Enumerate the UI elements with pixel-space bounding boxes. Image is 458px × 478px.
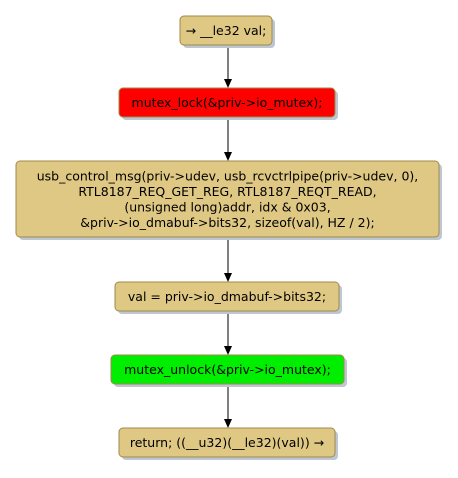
arrow-head-icon: [224, 152, 232, 161]
nodes-layer: → __le32 val; mutex_lock(&priv->io_mutex)…: [15, 15, 442, 460]
node-text-line: usb_control_msg(priv->udev, usb_rcvctrlp…: [37, 168, 419, 183]
node-box: [110, 354, 345, 385]
node-text-line: val = priv->io_dmabuf->bits32;: [128, 289, 326, 304]
edge-unlock-to-ret: [224, 384, 232, 428]
node-box: [118, 427, 336, 458]
node-box: [114, 281, 340, 312]
node-assign: val = priv->io_dmabuf->bits32;: [114, 281, 342, 314]
arrow-head-icon: [224, 79, 232, 88]
edge-usb-to-assign: [224, 237, 232, 282]
node-text-line: &priv->io_dmabuf->bits32, sizeof(val), H…: [80, 215, 374, 230]
node-lock: mutex_lock(&priv->io_mutex);: [118, 87, 338, 120]
node-text-line: → __le32 val;: [186, 23, 267, 38]
node-start: → __le32 val;: [179, 15, 275, 48]
node-usb: usb_control_msg(priv->udev, usb_rcvctrlp…: [15, 160, 442, 240]
node-text-line: mutex_lock(&priv->io_mutex);: [132, 95, 323, 110]
edges-layer: [224, 45, 232, 428]
node-text-line: return; ((__u32)(__le32)(val)) →: [130, 435, 324, 450]
node-unlock: mutex_unlock(&priv->io_mutex);: [110, 354, 347, 387]
arrow-head-icon: [224, 273, 232, 282]
node-box: [15, 160, 440, 238]
node-text-line: (unsigned long)addr, idx & 0x03,: [124, 199, 330, 214]
edge-start-to-lock: [224, 45, 232, 88]
node-box: [179, 15, 273, 46]
edge-lock-to-usb: [224, 117, 232, 161]
node-box: [118, 87, 336, 118]
arrow-head-icon: [224, 419, 232, 428]
arrow-head-icon: [224, 346, 232, 355]
edge-assign-to-unlock: [224, 311, 232, 355]
node-text-line: mutex_unlock(&priv->io_mutex);: [124, 362, 331, 377]
node-ret: return; ((__u32)(__le32)(val)) →: [118, 427, 338, 460]
node-text-line: RTL8187_REQ_GET_REG, RTL8187_REQT_READ,: [78, 184, 376, 199]
